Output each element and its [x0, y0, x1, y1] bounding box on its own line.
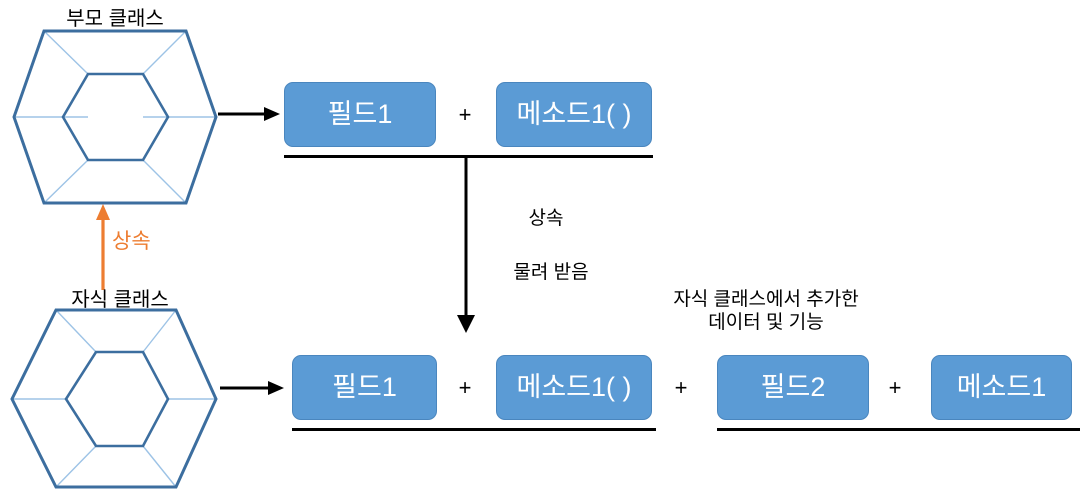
child-inherited-method-label: 메소드1( )	[516, 372, 632, 402]
child-added-underline	[717, 428, 1080, 431]
child-added-field-label: 필드2	[760, 372, 826, 402]
child-inherited-field-box[interactable]: 필드1	[292, 355, 437, 420]
parent-class-title: 부모 클래스	[66, 8, 164, 30]
child-inherited-underline	[292, 428, 656, 431]
child-row-separator-plus-2: +	[674, 375, 688, 400]
child-added-field-box[interactable]: 필드2	[717, 355, 869, 420]
parent-row-separator-plus: +	[458, 102, 472, 127]
child-added-method-box[interactable]: 메소드1	[931, 355, 1072, 420]
child-added-note-line2: 데이터 및 기능	[708, 312, 824, 334]
inheritance-arrow-up-icon	[96, 204, 110, 290]
child-row-separator-plus-3: +	[888, 375, 902, 400]
child-row-separator-plus-1: +	[458, 375, 472, 400]
child-added-note: 자식 클래스에서 추가한 데이터 및 기능	[636, 288, 896, 334]
parent-hexagon-icon	[12, 29, 218, 205]
parent-flow-arrow-right-icon	[218, 107, 280, 121]
child-inherited-method-box[interactable]: 메소드1( )	[496, 355, 652, 420]
inheritance-arrow-label: 상속	[112, 230, 151, 253]
parent-field-box[interactable]: 필드1	[284, 82, 436, 147]
child-inherited-field-label: 필드1	[332, 372, 397, 402]
parent-row-underline	[284, 155, 653, 158]
parent-field-label: 필드1	[327, 99, 393, 129]
child-added-note-line1: 자식 클래스에서 추가한	[673, 289, 859, 310]
middle-label-inherited: 물려 받음	[513, 262, 589, 283]
middle-label-inheritance: 상속	[528, 208, 564, 229]
child-class-title: 자식 클래스	[71, 289, 169, 311]
child-added-method-label: 메소드1	[956, 372, 1047, 402]
inheritance-flow-arrow-down-icon	[457, 158, 475, 333]
child-hexagon-icon	[10, 308, 218, 489]
parent-method-box[interactable]: 메소드1( )	[496, 82, 652, 147]
parent-method-label: 메소드1( )	[516, 99, 632, 129]
child-flow-arrow-right-icon	[220, 381, 284, 395]
